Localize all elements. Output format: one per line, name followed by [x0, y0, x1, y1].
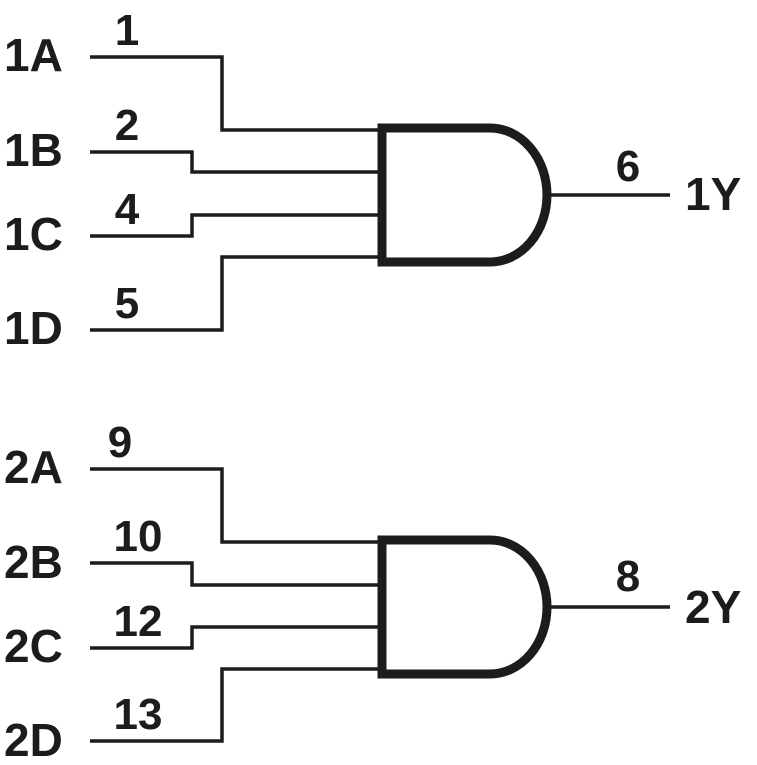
and-gate-1-symbol	[377, 123, 552, 267]
wire-input-2a	[90, 467, 384, 544]
input-label-2c: 2C	[4, 620, 63, 672]
input-label-2a: 2A	[4, 441, 63, 493]
pin-number-1: 1	[115, 6, 139, 55]
output-label-2y: 2Y	[685, 581, 741, 633]
wire-input-2d	[90, 667, 384, 743]
pin-number-8: 8	[616, 552, 640, 601]
and-gate-2-symbol	[377, 535, 552, 679]
wire-input-2b	[90, 561, 384, 587]
wire-input-1d	[90, 255, 384, 332]
input-label-1d: 1D	[4, 302, 63, 354]
input-label-1a: 1A	[4, 29, 63, 81]
wire-input-1c	[90, 213, 384, 238]
input-label-1b: 1B	[4, 124, 63, 176]
pin-number-6: 6	[616, 142, 640, 191]
and-gate-2: 2A 2B 2C 2D 9 10 12 13 8 2Y	[4, 418, 741, 765]
pin-number-2: 2	[115, 101, 139, 150]
wire-input-2c	[90, 625, 384, 650]
pin-number-5: 5	[115, 279, 139, 328]
wire-input-1b	[90, 150, 384, 174]
input-label-1c: 1C	[4, 208, 63, 260]
input-label-2b: 2B	[4, 536, 63, 588]
output-label-1y: 1Y	[685, 168, 741, 220]
pin-number-12: 12	[114, 597, 163, 646]
pin-number-9: 9	[108, 418, 132, 467]
wire-input-1a	[90, 55, 384, 132]
pin-number-10: 10	[114, 512, 163, 561]
input-label-2d: 2D	[4, 714, 63, 765]
pin-number-4: 4	[115, 185, 140, 234]
and-gate-1: 1A 1B 1C 1D 1 2 4 5 6 1Y	[4, 6, 741, 354]
pin-number-13: 13	[114, 690, 163, 739]
